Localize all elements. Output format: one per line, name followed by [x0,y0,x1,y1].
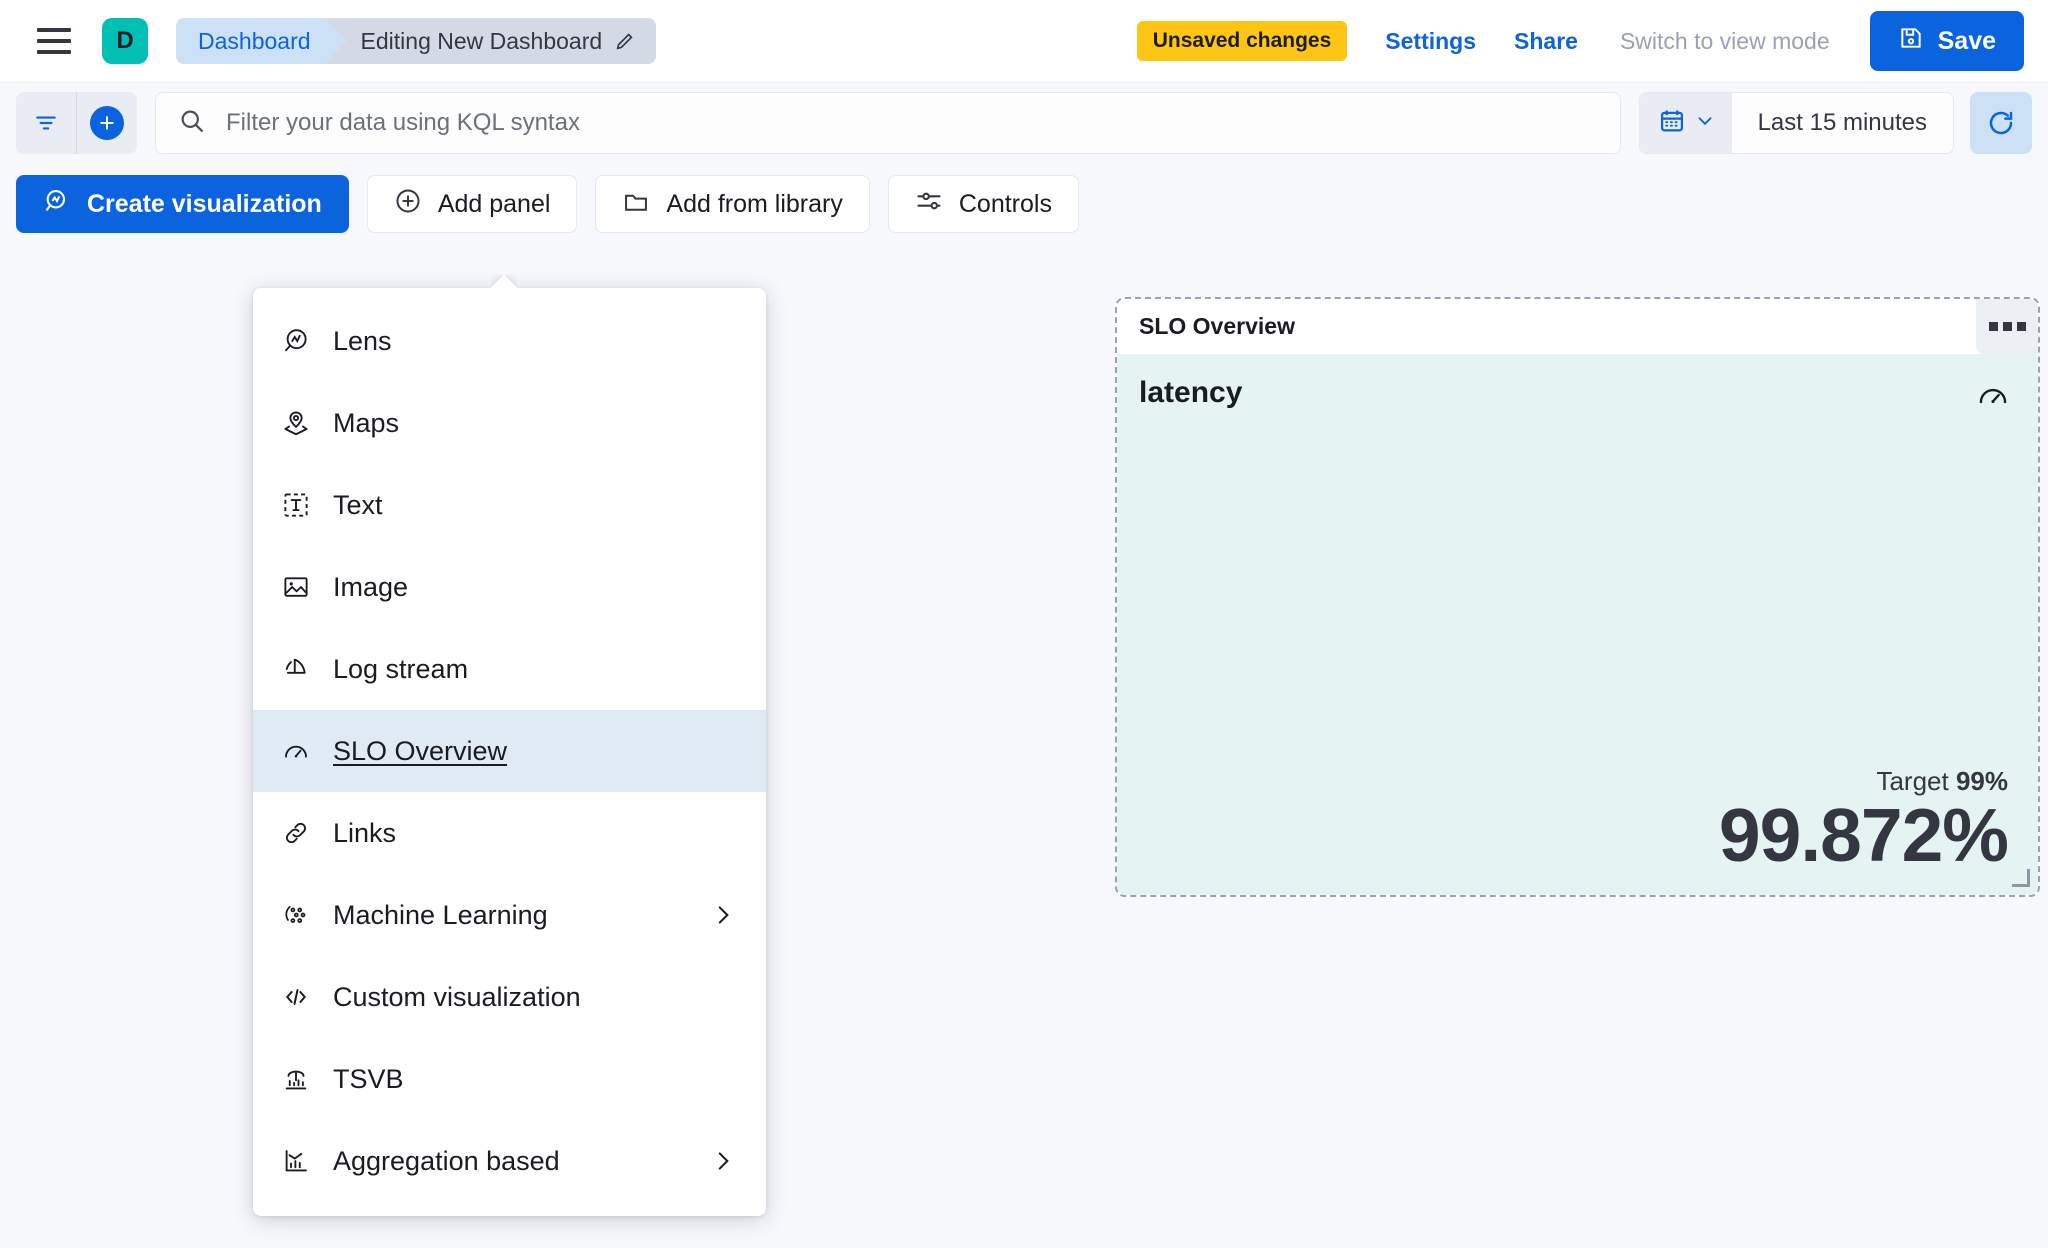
dashboard-panel-slo-overview[interactable]: SLO Overview latency Target 99% 99.872% [1115,297,2040,897]
image-icon [281,572,311,602]
menu-item-custom-visualization[interactable]: Custom visualization [253,956,766,1038]
slo-name: latency [1139,376,1243,409]
dashboard-toolbar: Create visualization Add panel Add from … [0,163,2048,245]
menu-item-machine-learning[interactable]: Machine Learning [253,874,766,956]
link-chain-icon [281,818,311,848]
add-panel-menu: Lens Maps Text Image [253,288,766,1216]
create-visualization-label: Create visualization [87,189,322,218]
controls-label: Controls [958,189,1052,218]
search-input-placeholder: Filter your data using KQL syntax [226,109,580,136]
gauge-icon [281,736,311,766]
menu-item-label: Image [333,571,409,602]
add-panel-label: Add panel [437,189,551,218]
breadcrumb-item-dashboard[interactable]: Dashboard [176,18,346,64]
machine-learning-icon [281,900,311,930]
settings-link[interactable]: Settings [1385,27,1477,54]
menu-item-label: Links [333,817,397,848]
hamburger-menu-icon[interactable] [32,19,76,63]
panel-title: SLO Overview [1139,313,1295,339]
breadcrumb-item-current[interactable]: Editing New Dashboard [324,18,657,64]
menu-item-tsvb[interactable]: TSVB [253,1038,766,1120]
date-quick-select-button[interactable] [1639,93,1732,153]
space-avatar[interactable]: D [102,18,148,64]
folder-icon [622,187,650,222]
lens-icon [281,326,311,356]
menu-item-label: Lens [333,325,392,356]
refresh-button[interactable] [1970,92,2032,154]
menu-item-maps[interactable]: Maps [253,382,766,464]
menu-item-text[interactable]: Text [253,464,766,546]
add-from-library-label: Add from library [666,189,843,218]
resize-handle-icon[interactable] [2012,869,2030,887]
save-disk-icon [1898,25,1924,58]
save-button-label: Save [1937,26,1996,55]
menu-pointer-arrow [491,275,517,289]
divider [76,92,77,154]
plus-icon: + [90,106,124,140]
panel-body: latency Target 99% 99.872% [1117,354,2038,895]
menu-item-aggregation-based[interactable]: Aggregation based [253,1120,766,1202]
filter-icon[interactable] [16,92,76,154]
gauge-icon [1976,378,2010,417]
menu-item-label: Custom visualization [333,981,581,1012]
breadcrumb: Dashboard Editing New Dashboard [176,18,657,64]
query-bar: + Filter your data using KQL syntax [0,83,2048,163]
calendar-icon [1658,107,1686,140]
slo-target-value: 99% [1955,765,2008,796]
menu-item-label: TSVB [333,1063,404,1094]
add-panel-button[interactable]: Add panel [366,175,578,233]
add-filter-button[interactable]: + [77,92,137,154]
menu-item-log-stream[interactable]: Log stream [253,628,766,710]
ellipsis-horizontal-icon[interactable] [1976,299,2038,354]
chevron-right-icon [710,1148,736,1174]
filter-controls-group: + [16,92,137,154]
map-marker-layers-icon [281,408,311,438]
date-range-picker: Last 15 minutes [1638,92,1954,154]
search-icon [178,107,206,140]
header-actions: Unsaved changes Settings Share Switch to… [1136,11,2024,71]
menu-item-label: Text [333,489,383,520]
breadcrumb-current-label: Editing New Dashboard [360,27,603,54]
text-box-icon [281,490,311,520]
create-visualization-button[interactable]: Create visualization [16,175,349,233]
slo-metrics: Target 99% 99.872% [1718,766,2009,877]
menu-item-label: Aggregation based [333,1145,560,1176]
chevron-down-icon [1694,110,1716,137]
tsvb-chart-icon [281,1064,311,1094]
controls-button[interactable]: Controls [887,175,1079,233]
menu-item-lens[interactable]: Lens [253,300,766,382]
menu-item-image[interactable]: Image [253,546,766,628]
aggregation-chart-icon [281,1146,311,1176]
menu-item-label: Log stream [333,653,469,684]
pencil-icon[interactable] [614,30,636,52]
menu-item-slo-overview[interactable]: SLO Overview [253,710,766,792]
menu-item-label: Machine Learning [333,899,548,930]
plus-circle-icon [394,187,422,222]
switch-to-view-mode-link[interactable]: Switch to view mode [1619,27,1830,54]
menu-item-label: Maps [333,407,400,438]
slo-target-label: Target [1876,765,1949,796]
search-input[interactable]: Filter your data using KQL syntax [155,92,1621,154]
menu-item-links[interactable]: Links [253,792,766,874]
top-header: D Dashboard Editing New Dashboard Unsave… [0,0,2048,83]
controls-sliders-icon [915,187,943,222]
slo-target: Target 99% [1719,766,2008,797]
slo-sli-value: 99.872% [1718,792,2009,877]
save-button[interactable]: Save [1869,11,2024,71]
unsaved-changes-badge[interactable]: Unsaved changes [1136,21,1348,61]
time-range-value[interactable]: Last 15 minutes [1757,109,1927,136]
breadcrumb-root-label: Dashboard [198,27,311,54]
chevron-right-icon [710,902,736,928]
log-stream-icon [281,654,311,684]
menu-item-label: SLO Overview [333,735,508,766]
add-from-library-button[interactable]: Add from library [595,175,870,233]
share-link[interactable]: Share [1514,27,1578,54]
code-brackets-icon [281,982,311,1012]
panel-header: SLO Overview [1117,299,2038,354]
lens-icon [43,187,71,222]
